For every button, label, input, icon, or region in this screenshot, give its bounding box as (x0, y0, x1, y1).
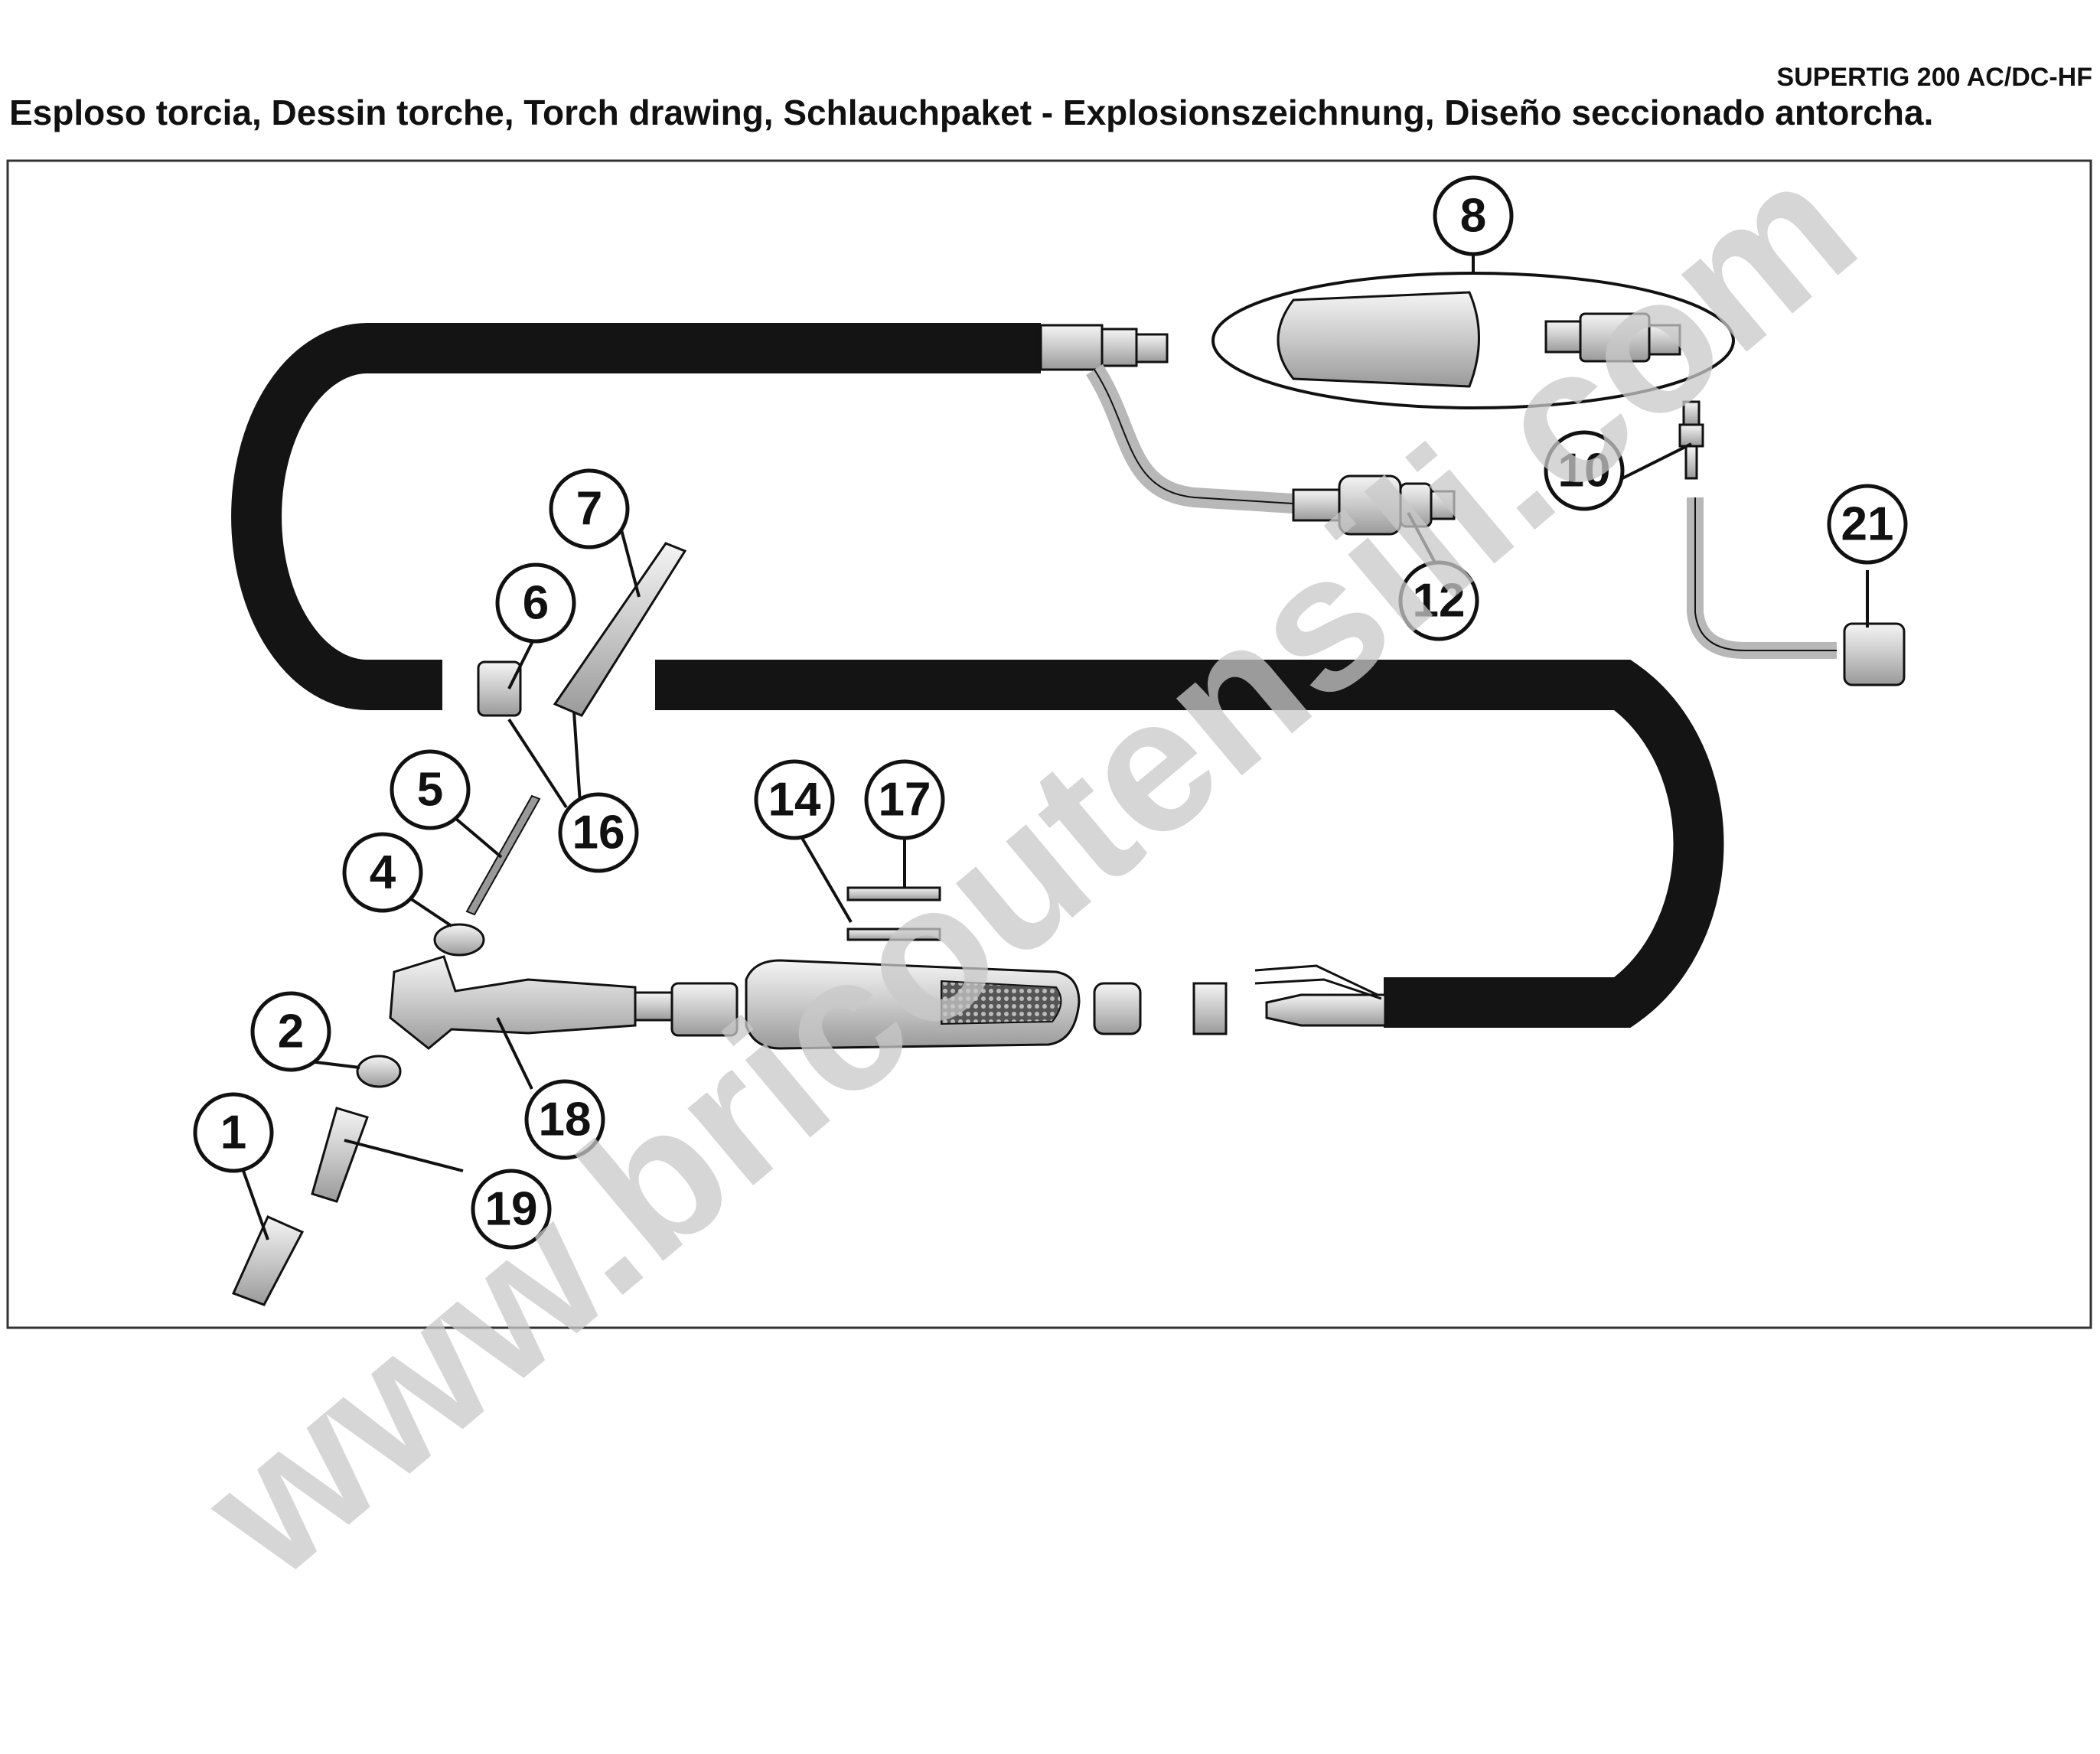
model-name: SUPERTIG 200 AC/DC-HF (1776, 63, 2092, 92)
part-18-torch-body (389, 955, 637, 1050)
cable-end (1265, 993, 1387, 1027)
leader-lines (242, 239, 1869, 1241)
part-7-back-cap (553, 542, 687, 717)
callout-17: 17 (879, 774, 931, 826)
gas-hose (1086, 364, 1294, 513)
callout-6: 6 (523, 577, 549, 630)
handle-coupler (670, 982, 739, 1037)
part-4-gasket (433, 923, 485, 957)
callout-4: 4 (370, 846, 396, 899)
part-14-handle (745, 959, 1081, 1050)
callout-circles (193, 175, 1908, 1250)
part-10-fitting (1678, 400, 1704, 480)
power-connector (1292, 474, 1456, 536)
callout-21: 21 (1841, 498, 1894, 551)
callout-7: 7 (576, 483, 602, 536)
callout-8: 8 (1460, 190, 1486, 243)
callout-2: 2 (278, 1006, 304, 1058)
handle-nut (1192, 982, 1228, 1035)
part-21-connector (1843, 622, 1906, 686)
diagram-frame (6, 159, 2092, 1329)
callout-18: 18 (539, 1094, 592, 1146)
part-5-electrode (465, 794, 541, 916)
part-2-insulator (356, 1055, 402, 1088)
callout-10: 10 (1558, 445, 1611, 497)
plug-connector (1544, 312, 1681, 363)
handle-grip (941, 980, 1062, 1025)
callout-1: 1 (220, 1107, 246, 1159)
callout-14: 14 (768, 774, 821, 826)
part-19-collet (311, 1107, 369, 1203)
switch-wires (1254, 964, 1382, 1000)
callout-5: 5 (417, 764, 443, 817)
part-6-collet-body (477, 660, 522, 717)
part-17-switch (846, 886, 941, 901)
handle-end-plug (1093, 982, 1142, 1035)
page-title: Esploso torcia, Dessin torche, Torch dra… (9, 93, 1934, 132)
callout-12: 12 (1413, 575, 1466, 628)
gas-connector (1039, 324, 1169, 371)
boot (1277, 291, 1480, 388)
part-1-nozzle (231, 1215, 305, 1306)
hose-lower (655, 660, 1724, 1028)
hose-upper (231, 323, 1041, 710)
callout-16: 16 (572, 807, 625, 859)
callout-19: 19 (485, 1183, 538, 1236)
part-21-cable (1687, 497, 1837, 659)
switch-plate (846, 928, 941, 941)
